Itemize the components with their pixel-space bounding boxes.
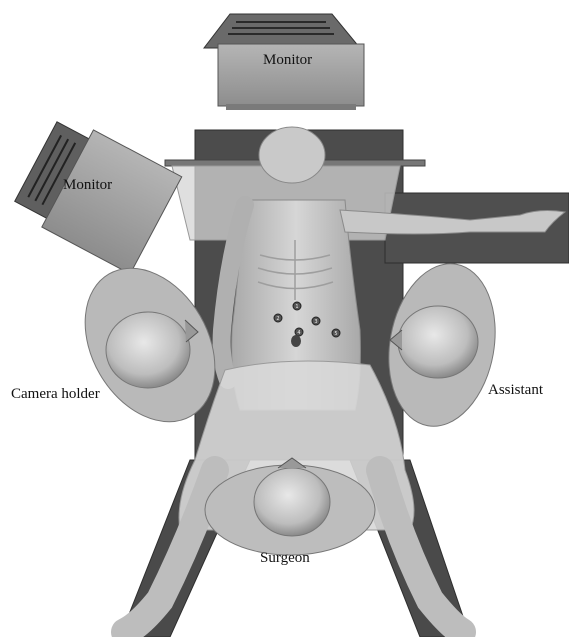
camera-holder-label: Camera holder xyxy=(11,387,100,402)
umbilicus xyxy=(291,335,301,347)
patient-head xyxy=(259,127,325,183)
monitor-left-label: Monitor xyxy=(63,178,112,193)
surgeon-label: Surgeon xyxy=(260,551,310,566)
port-4 xyxy=(295,328,303,336)
port-5 xyxy=(332,329,340,337)
monitor-top-label: Monitor xyxy=(263,53,312,68)
port-3 xyxy=(312,317,320,325)
port-2 xyxy=(274,314,282,322)
monitor-left xyxy=(10,113,182,274)
port-1 xyxy=(293,302,301,310)
assistant-label: Assistant xyxy=(488,383,543,398)
